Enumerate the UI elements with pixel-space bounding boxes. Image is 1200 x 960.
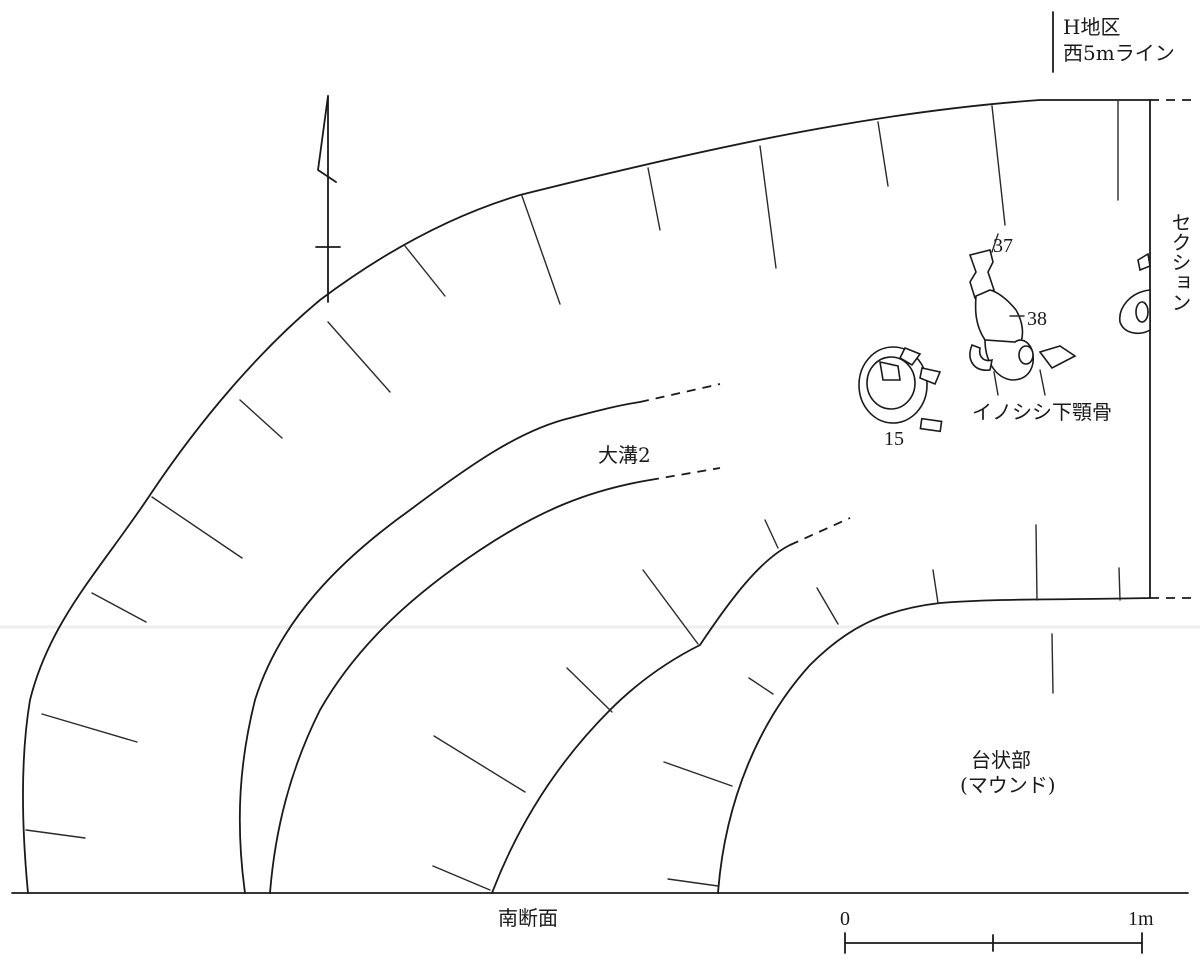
north-arrow [315,95,341,303]
scale-bar [844,932,1143,954]
scale-zero-label: 0 [840,908,850,930]
ditch-slope-edge [238,401,641,894]
scale-one-meter-label: 1m [1128,908,1154,930]
leader-37 [991,233,999,253]
area-label: H地区 [1063,15,1120,39]
section-label: セクション [1168,212,1192,312]
find-number-38: 38 [1027,308,1047,330]
ditch-edge-dashed-1 [639,383,721,403]
ditch-outer-edge [22,99,1151,894]
boar-jaw-label: イノシシ下顎骨 [972,400,1112,424]
mound-label: (マウンド) [960,773,1056,797]
find-number-37: 37 [993,235,1013,257]
pottery-find-15 [858,346,943,433]
ditch-bottom-edge [269,479,651,894]
boar-jawbone [969,343,1077,396]
slope-hachures [25,99,1121,891]
platform-label: 台状部 [971,748,1031,772]
find-number-15: 15 [884,428,904,450]
channel-edge-dashed [789,517,851,546]
ditch-edge-dashed-2 [649,467,721,481]
south-section-label: 南断面 [498,906,558,930]
channel-edge [491,544,791,894]
ditch-label: 大溝2 [598,443,651,467]
mound-edge [717,597,1151,894]
grid-line-label: 西5mライン [1063,41,1175,65]
svg-text:セクション: セクション [1168,212,1192,312]
pottery-find-37-38 [968,249,1034,381]
section-edge-finds [1119,252,1151,335]
